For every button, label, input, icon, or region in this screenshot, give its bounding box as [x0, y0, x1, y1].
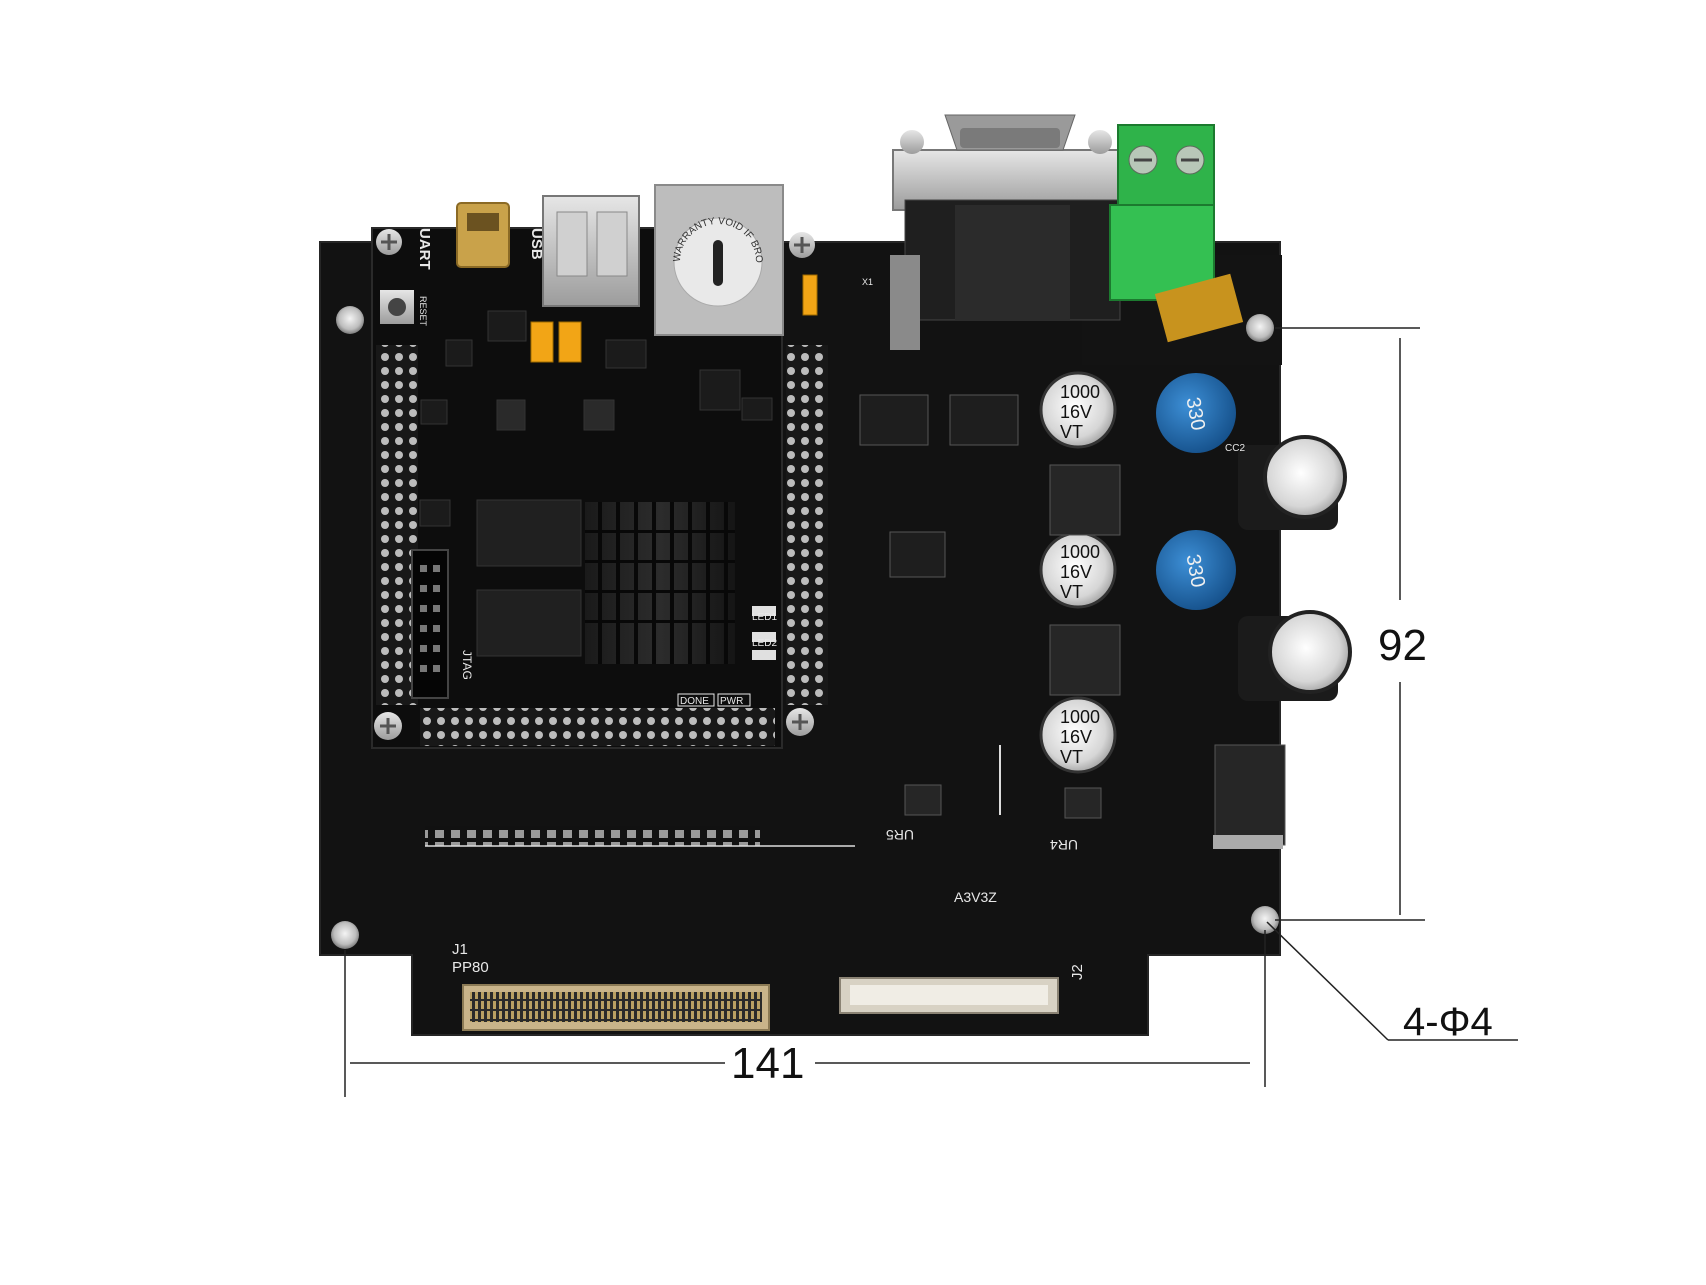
jtag-label: JTAG — [460, 650, 474, 680]
svg-text:1000: 1000 — [1060, 542, 1100, 562]
large-cap-1: CC2 — [1225, 435, 1347, 530]
power-section: 1000 16V VT 1000 16V VT 1000 16V VT 330 … — [859, 371, 1352, 905]
electrolytic-cap-1: 1000 16V VT — [1039, 371, 1117, 449]
regulators — [1049, 464, 1286, 846]
led2-label: LED2 — [752, 638, 777, 649]
blue-cap-1: 330 — [1156, 373, 1236, 453]
dimension-annotations — [344, 327, 1518, 1097]
blue-cap-2: 330 — [1156, 530, 1236, 610]
pwr-label: PWR — [720, 696, 743, 707]
logic-chips — [859, 394, 1019, 578]
a3v3z-label: A3V3Z — [954, 889, 997, 905]
jtag-header — [411, 549, 449, 699]
fpga-heatsink — [585, 502, 735, 664]
ur5-regulator: UR5 — [886, 784, 942, 843]
module-chips — [419, 310, 773, 657]
j1-fpc-connector: J1 PP80 — [452, 941, 770, 1031]
electrolytic-cap-2: 1000 16V VT — [1039, 531, 1117, 609]
svg-text:UR4: UR4 — [1050, 837, 1078, 853]
j2-label: J2 — [1069, 964, 1086, 980]
ur4-regulator: UR4 — [1050, 787, 1102, 853]
pin-header-right — [786, 345, 828, 705]
svg-text:16V: 16V — [1060, 402, 1092, 422]
cc2-label: CC2 — [1225, 443, 1245, 454]
module-screws — [374, 229, 815, 740]
core-module: JTAG UART USB WARRANTY VOID IF — [0, 0, 828, 749]
done-label: DONE — [680, 696, 709, 707]
height-dimension: 92 — [1378, 621, 1427, 670]
mini-usb-connector — [456, 202, 510, 268]
reset-label: RESET — [418, 296, 428, 327]
led1-label: LED1 — [752, 612, 777, 623]
mounting-hole-top-right — [1246, 314, 1274, 342]
large-cap-2 — [1238, 610, 1352, 701]
db9-serial-connector: X1 — [862, 114, 1130, 350]
x1-label: X1 — [862, 277, 873, 287]
mounting-hole-top-left — [336, 306, 364, 334]
width-dimension: 141 — [731, 1039, 804, 1088]
svg-text:1000: 1000 — [1060, 382, 1100, 402]
uart-label: UART — [416, 228, 433, 270]
warranty-seal-text: WARRANTY VOID IF BROKEN — [0, 0, 764, 263]
mounting-hole-bottom-left — [331, 921, 359, 949]
usb-label: USB — [528, 228, 545, 260]
svg-text:16V: 16V — [1060, 562, 1092, 582]
svg-text:VT: VT — [1060, 422, 1083, 442]
resistor-row — [425, 826, 760, 846]
module-leds: LED1 LED2 DONE PWR — [677, 606, 777, 707]
svg-text:16V: 16V — [1060, 727, 1092, 747]
j2-fpc-connector: J2 — [839, 964, 1086, 1014]
jumpers — [530, 274, 818, 363]
svg-text:VT: VT — [1060, 747, 1083, 767]
svg-text:1000: 1000 — [1060, 707, 1100, 727]
pin-header-bottom — [420, 708, 775, 746]
svg-text:VT: VT — [1060, 582, 1083, 602]
svg-text:UR5: UR5 — [886, 827, 914, 843]
j1-label: J1 — [452, 941, 468, 958]
power-terminal-block — [1109, 124, 1244, 343]
usb-a-connector — [542, 195, 640, 307]
electrolytic-cap-3: 1000 16V VT — [1039, 696, 1117, 774]
pp80-label: PP80 — [452, 959, 489, 976]
mounting-holes-dimension: 4-Φ4 — [1403, 1000, 1493, 1044]
reset-button: RESET — [380, 290, 428, 327]
